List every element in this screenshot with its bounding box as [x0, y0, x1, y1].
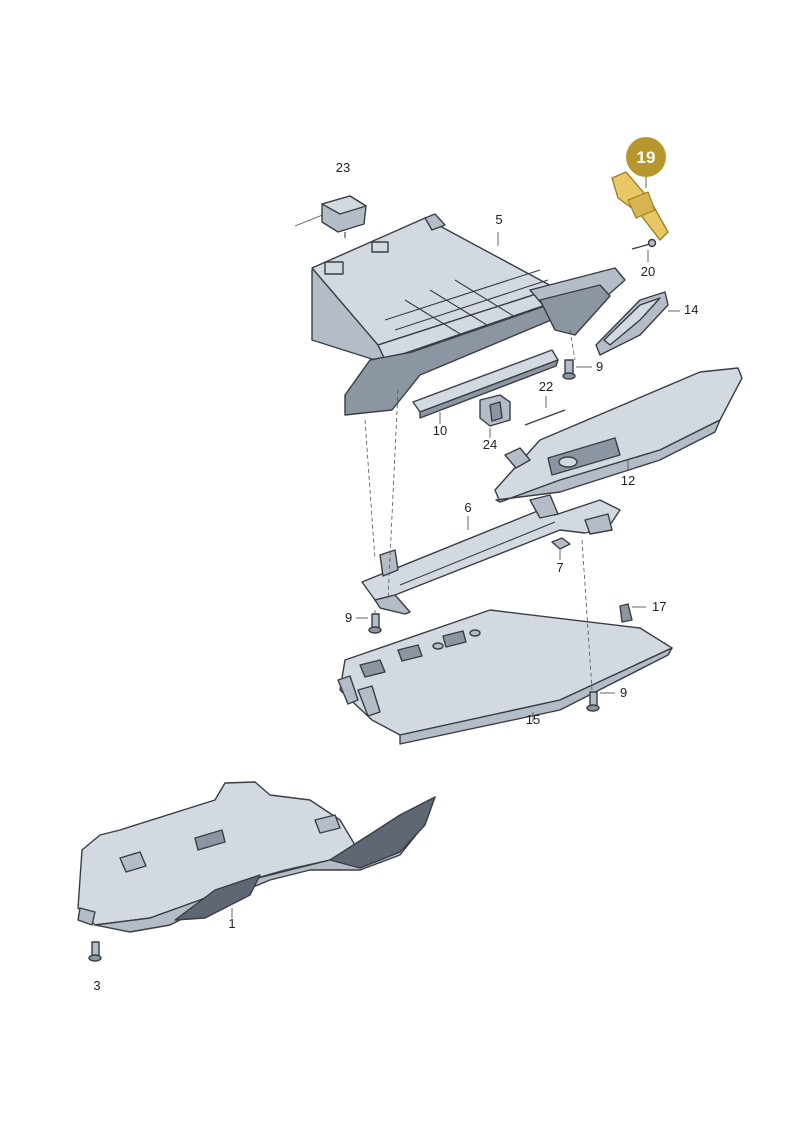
part-10-rail[interactable]	[412, 349, 559, 424]
assembly-lines	[364, 329, 593, 691]
part-20-screw[interactable]	[631, 238, 657, 263]
callout-12: 12	[621, 473, 635, 488]
callout-9-lower: 9	[620, 685, 627, 700]
callout-10: 10	[433, 423, 447, 438]
part-17-clip[interactable]	[619, 603, 646, 623]
part-15-lower-panel[interactable]	[337, 609, 673, 745]
callout-17: 17	[652, 599, 666, 614]
callout-labels: 23 5 20 14 9 22 10 24 12 6 7 17 9 9 15 1…	[93, 160, 698, 993]
part-9-screw-upper[interactable]	[562, 359, 592, 380]
callout-3: 3	[93, 978, 100, 993]
part-12-glove-box-lid[interactable]	[494, 367, 743, 503]
callout-9-upper: 9	[596, 359, 603, 374]
part-5-glove-box-housing[interactable]	[311, 213, 626, 416]
callout-14: 14	[684, 302, 698, 317]
part-9-screw-lower[interactable]	[586, 691, 615, 712]
callout-6: 6	[464, 500, 471, 515]
callout-1: 1	[228, 916, 235, 931]
callout-22: 22	[539, 379, 553, 394]
callout-7: 7	[556, 560, 563, 575]
callout-5: 5	[495, 212, 502, 227]
callout-23: 23	[336, 160, 350, 175]
part-23-sensor[interactable]	[294, 195, 367, 238]
part-14-cover-trim[interactable]	[595, 291, 680, 356]
part-24-clip[interactable]	[479, 394, 511, 438]
callout-24: 24	[483, 437, 497, 452]
callout-15: 15	[526, 712, 540, 727]
part-22-pin[interactable]	[524, 396, 566, 426]
part-9-screw-middle[interactable]	[356, 613, 382, 634]
part-3-screw[interactable]	[88, 941, 102, 962]
callout-9-middle: 9	[345, 610, 352, 625]
part-19-lock-highlighted[interactable]: 19	[611, 137, 669, 241]
highlight-badge-label: 19	[637, 148, 656, 167]
part-7-nut[interactable]	[551, 537, 571, 560]
part-1-lower-trim-panel[interactable]	[77, 781, 436, 933]
part-6-bracket[interactable]	[361, 494, 621, 615]
highlight-badge	[626, 137, 666, 177]
callout-20: 20	[641, 264, 655, 279]
